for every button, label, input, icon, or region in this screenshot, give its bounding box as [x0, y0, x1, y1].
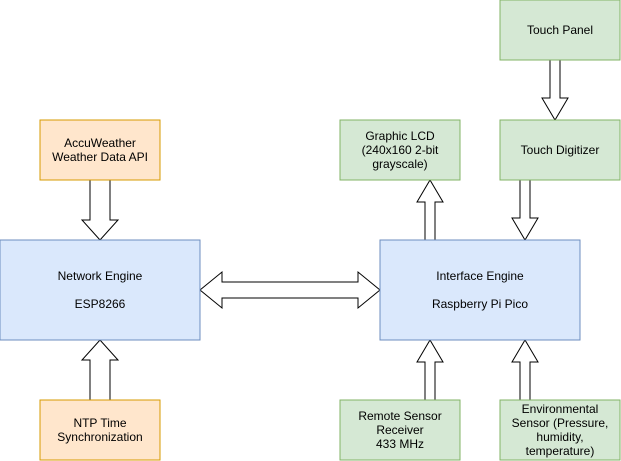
label-line: Weather Data API	[52, 150, 148, 164]
label-line: NTP Time	[73, 416, 126, 430]
label-line: Receiver	[376, 423, 423, 437]
label-line: Remote Sensor	[358, 409, 441, 423]
touch-digitizer-box: Touch Digitizer	[499, 119, 621, 181]
arrow-ntp-to-network	[80, 339, 120, 401]
arrow-interface-to-lcd	[416, 179, 444, 241]
label-line: temperature)	[526, 444, 595, 458]
label-line: Touch Digitizer	[521, 143, 600, 157]
touch-panel-box: Touch Panel	[499, 0, 621, 61]
arrow-env-sensor-to-interface	[511, 339, 539, 401]
label-line: 433 MHz	[376, 437, 424, 451]
svg-text:Touch Digitizer: Touch Digitizer	[521, 143, 600, 157]
label-line: (240x160 2-bit	[362, 143, 439, 157]
arrow-touchpanel-to-digitizer	[541, 59, 569, 121]
label-line: ESP8266	[75, 297, 126, 311]
svg-text:Touch Panel: Touch Panel	[527, 23, 593, 37]
label-line: Graphic LCD	[365, 129, 435, 143]
label-line: Network Engine	[58, 269, 143, 283]
arrow-network-interface-bidirectional	[199, 270, 381, 310]
label-line: grayscale)	[372, 157, 427, 171]
arrow-accuweather-to-network	[80, 179, 120, 241]
label-line: Raspberry Pi Pico	[432, 297, 528, 311]
arrow-remote-sensor-to-interface	[416, 339, 444, 401]
label-line: Synchronization	[57, 430, 142, 444]
label-line: AccuWeather	[64, 136, 136, 150]
label-line: Environmental	[522, 402, 599, 416]
arrow-digitizer-to-interface	[511, 179, 539, 241]
label-line: humidity,	[536, 430, 583, 444]
label-line: Sensor (Pressure,	[512, 416, 609, 430]
label-line: Touch Panel	[527, 23, 593, 37]
label-line: Interface Engine	[436, 269, 524, 283]
